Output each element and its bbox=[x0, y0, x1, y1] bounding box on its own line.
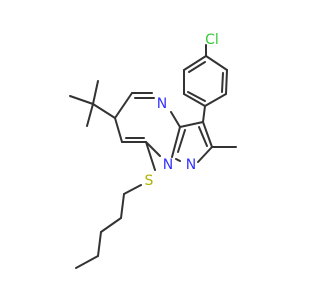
bond bbox=[202, 121, 213, 148]
bond bbox=[179, 121, 204, 128]
bond bbox=[123, 184, 142, 195]
bond bbox=[69, 95, 94, 105]
bond bbox=[114, 117, 123, 143]
bond bbox=[202, 105, 206, 123]
bond bbox=[205, 55, 228, 71]
bond bbox=[92, 80, 99, 105]
bond bbox=[92, 103, 116, 119]
bond bbox=[170, 111, 181, 128]
bond bbox=[188, 61, 206, 73]
bond bbox=[221, 72, 224, 93]
bond bbox=[187, 91, 206, 102]
molecule-diagram: Cl N N N S bbox=[69, 32, 237, 269]
atom-labels: Cl N N N S bbox=[145, 32, 219, 189]
bond bbox=[204, 93, 227, 107]
atom-label-n1: N bbox=[186, 157, 196, 173]
bond bbox=[97, 231, 102, 257]
bond bbox=[145, 141, 156, 171]
bond bbox=[171, 126, 181, 158]
atom-label-n4: N bbox=[157, 96, 167, 112]
bond bbox=[75, 255, 99, 269]
bond bbox=[198, 126, 208, 147]
atom-label-s: S bbox=[145, 173, 154, 189]
bond bbox=[197, 146, 213, 163]
bond bbox=[225, 69, 228, 95]
bond-lines bbox=[69, 44, 237, 269]
atom-label-cl: Cl bbox=[205, 32, 219, 48]
bond bbox=[183, 93, 206, 107]
bond bbox=[183, 55, 207, 71]
atom-label-n7a: N bbox=[163, 157, 173, 173]
bond bbox=[120, 193, 125, 219]
bond bbox=[100, 217, 122, 233]
structure-svg: Cl N N N S bbox=[69, 32, 237, 269]
bond bbox=[114, 92, 133, 119]
bond bbox=[86, 103, 94, 127]
bond bbox=[145, 141, 161, 157]
bond bbox=[177, 129, 186, 153]
bond bbox=[175, 158, 181, 162]
